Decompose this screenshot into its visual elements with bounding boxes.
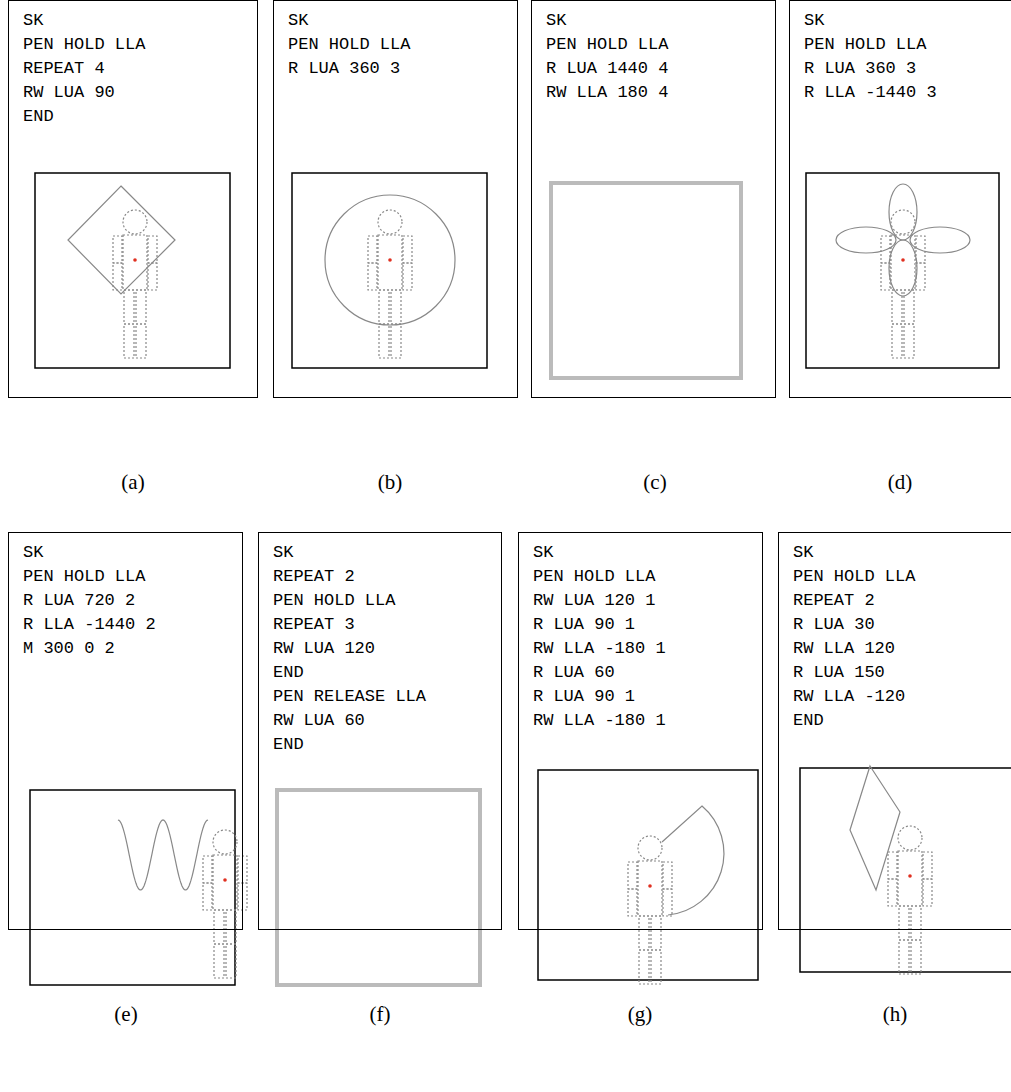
code-line: R LLA -1440 3	[790, 81, 1011, 105]
code-line: R LUA 360 3	[274, 57, 517, 81]
code-line: PEN HOLD LLA	[259, 589, 501, 613]
stick-figure	[203, 830, 247, 978]
code-line: RW LLA -180 1	[519, 637, 762, 661]
stick-figure	[628, 836, 672, 984]
code-line: R LUA 30	[779, 613, 1011, 637]
code-line: PEN HOLD LLA	[532, 33, 775, 57]
code-line: R LUA 90 1	[519, 613, 762, 637]
code-line: RW LLA -180 1	[519, 709, 762, 733]
panel-caption: (b)	[378, 470, 403, 495]
program-panel: SKPEN HOLD LLARW LUA 120 1R LUA 90 1RW L…	[518, 532, 763, 930]
code-line: RW LUA 60	[259, 709, 501, 733]
code-line: SK	[532, 9, 775, 33]
stick-figure	[368, 210, 412, 358]
code-line: END	[779, 709, 1011, 733]
code-line: SK	[259, 541, 501, 565]
code-line: REPEAT 4	[9, 57, 257, 81]
panel-caption: (h)	[883, 1002, 908, 1027]
panel-caption: (d)	[888, 470, 913, 495]
code-line: SK	[519, 541, 762, 565]
code-line: R LUA 150	[779, 661, 1011, 685]
code-line: RW LLA -120	[779, 685, 1011, 709]
code-line: RW LLA 120	[779, 637, 1011, 661]
code-line: R LUA 60	[519, 661, 762, 685]
code-line: RW LLA 180 4	[532, 81, 775, 105]
panel-caption: (g)	[628, 1002, 653, 1027]
code-line: PEN RELEASE LLA	[259, 685, 501, 709]
code-line: END	[259, 661, 501, 685]
program-panel: SKPEN HOLD LLAR LUA 360 3	[273, 0, 518, 398]
center-dot	[133, 258, 137, 262]
stick-figure	[113, 210, 157, 358]
code-line: END	[259, 733, 501, 757]
code-line: RW LUA 120 1	[519, 589, 762, 613]
code-line: PEN HOLD LLA	[9, 33, 257, 57]
center-dot	[908, 874, 912, 878]
canvas-box	[30, 790, 235, 985]
canvas-box	[292, 173, 487, 368]
code-line: R LUA 720 2	[9, 589, 242, 613]
code-line: END	[9, 105, 257, 129]
pen-trace	[850, 766, 900, 890]
code-line: SK	[9, 9, 257, 33]
center-dot	[223, 878, 227, 882]
canvas-box	[806, 173, 999, 368]
stick-figure	[881, 210, 925, 358]
code-line: PEN HOLD LLA	[9, 565, 242, 589]
code-line: SK	[9, 541, 242, 565]
code-line: PEN HOLD LLA	[274, 33, 517, 57]
program-panel: SKREPEAT 2PEN HOLD LLAREPEAT 3RW LUA 120…	[258, 532, 502, 930]
panel-caption: (a)	[121, 470, 144, 495]
code-line: REPEAT 2	[779, 589, 1011, 613]
canvas-box	[800, 768, 1011, 972]
center-dot	[648, 884, 652, 888]
program-panel: SKPEN HOLD LLAREPEAT 2R LUA 30RW LLA 120…	[778, 532, 1011, 930]
code-line: SK	[274, 9, 517, 33]
code-line: REPEAT 2	[259, 565, 501, 589]
stick-figure	[888, 826, 932, 974]
code-line: R LLA -1440 2	[9, 613, 242, 637]
program-panel: SKPEN HOLD LLAREPEAT 4RW LUA 90END	[8, 0, 258, 398]
panel-caption: (e)	[114, 1002, 137, 1027]
code-line: SK	[790, 9, 1011, 33]
code-line: PEN HOLD LLA	[790, 33, 1011, 57]
pen-trace	[68, 186, 175, 294]
pen-trace	[325, 195, 455, 325]
panel-caption: (c)	[643, 470, 666, 495]
code-line: SK	[779, 541, 1011, 565]
program-panel: SKPEN HOLD LLAR LUA 1440 4RW LLA 180 4	[531, 0, 776, 398]
empty-canvas	[277, 790, 480, 985]
code-line: R LUA 1440 4	[532, 57, 775, 81]
code-line: RW LUA 90	[9, 81, 257, 105]
pen-trace	[836, 184, 970, 296]
code-line: R LUA 360 3	[790, 57, 1011, 81]
program-panel: SKPEN HOLD LLAR LUA 360 3R LLA -1440 3	[789, 0, 1011, 398]
pen-trace	[118, 820, 208, 890]
pen-trace	[662, 806, 724, 915]
panel-caption: (f)	[370, 1002, 391, 1027]
canvas-box	[538, 770, 758, 980]
program-panel: SKPEN HOLD LLAR LUA 720 2R LLA -1440 2M …	[8, 532, 243, 930]
code-line: PEN HOLD LLA	[519, 565, 762, 589]
canvas-box	[35, 173, 230, 368]
empty-canvas	[551, 183, 741, 378]
center-dot	[901, 258, 905, 262]
code-line: R LUA 90 1	[519, 685, 762, 709]
code-line: RW LUA 120	[259, 637, 501, 661]
code-line: PEN HOLD LLA	[779, 565, 1011, 589]
center-dot	[388, 258, 392, 262]
code-line: M 300 0 2	[9, 637, 242, 661]
code-line: REPEAT 3	[259, 613, 501, 637]
